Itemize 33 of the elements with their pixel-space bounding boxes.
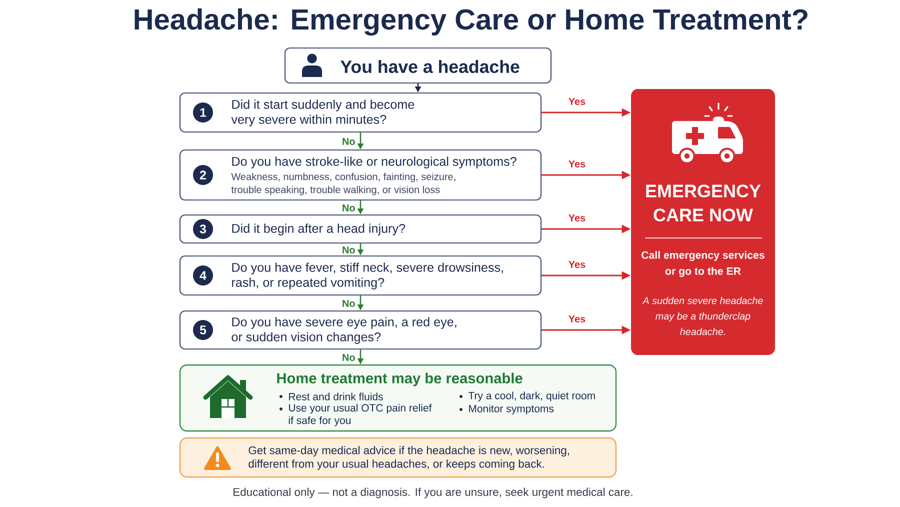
edge-label: Yes	[568, 98, 586, 105]
bullet-text: Try a cool, dark, quiet room	[468, 392, 595, 402]
note-text: A sudden severe headache may be a thunderclap headache.	[642, 296, 763, 336]
question-text: Do you have stroke-like or neurological symptoms?	[232, 156, 516, 168]
bullet-text: Rest and drink fluids	[289, 392, 383, 400]
edge-label: No	[342, 138, 355, 145]
start-text: You have a headache	[340, 60, 520, 74]
section-heading: Home treatment may be reasonable	[277, 372, 522, 386]
instruction-text: Call emergency services or go to the ER	[642, 251, 764, 277]
bullet-text: Use your usual OTC pain relief if safe for you	[288, 404, 432, 426]
emergency-heading: EMERGENCY CARE NOW	[646, 184, 761, 222]
caption: Educational only — not a diagnosis. If you are unsure, seek urgent medical care.	[234, 488, 632, 498]
edge-label: Yes	[568, 160, 586, 168]
number-badge: 4	[193, 266, 213, 286]
question-text: Did it start suddenly and become very severe within minutes?	[231, 100, 414, 126]
number-badge: 2	[193, 165, 213, 185]
edge-label: No	[342, 204, 355, 212]
question-text: Did it begin after a head injury?	[232, 224, 406, 236]
title: Headache: Emergency Care or Home Treatment?	[134, 8, 808, 36]
edge-label: No	[342, 354, 355, 361]
number-badge: 5	[193, 320, 213, 340]
question-text: Do you have fever, stiff neck, severe drowsiness, rash, or repeated vomiting?	[232, 262, 503, 290]
advice-text: Get same-day medical advice if the headache is new, worsening, different from your usual headaches, or keeps coming back.	[248, 446, 569, 470]
edge-label: Yes	[568, 214, 586, 222]
number-badge: 1	[193, 102, 213, 122]
edge-label: Yes	[568, 261, 586, 268]
edge-label: No	[342, 300, 355, 307]
edge-label: Yes	[568, 316, 586, 322]
question-text: Do you have severe eye pain, a red eye, or sudden vision changes?	[232, 317, 456, 344]
edge-label: No	[342, 246, 355, 254]
number-badge: 3	[193, 219, 213, 239]
symptom-text: Weakness, numbness, confusion, fainting, seizure, trouble speaking, trouble walking, or vision loss	[231, 172, 456, 196]
bullet-text: Monitor symptoms	[469, 404, 554, 414]
